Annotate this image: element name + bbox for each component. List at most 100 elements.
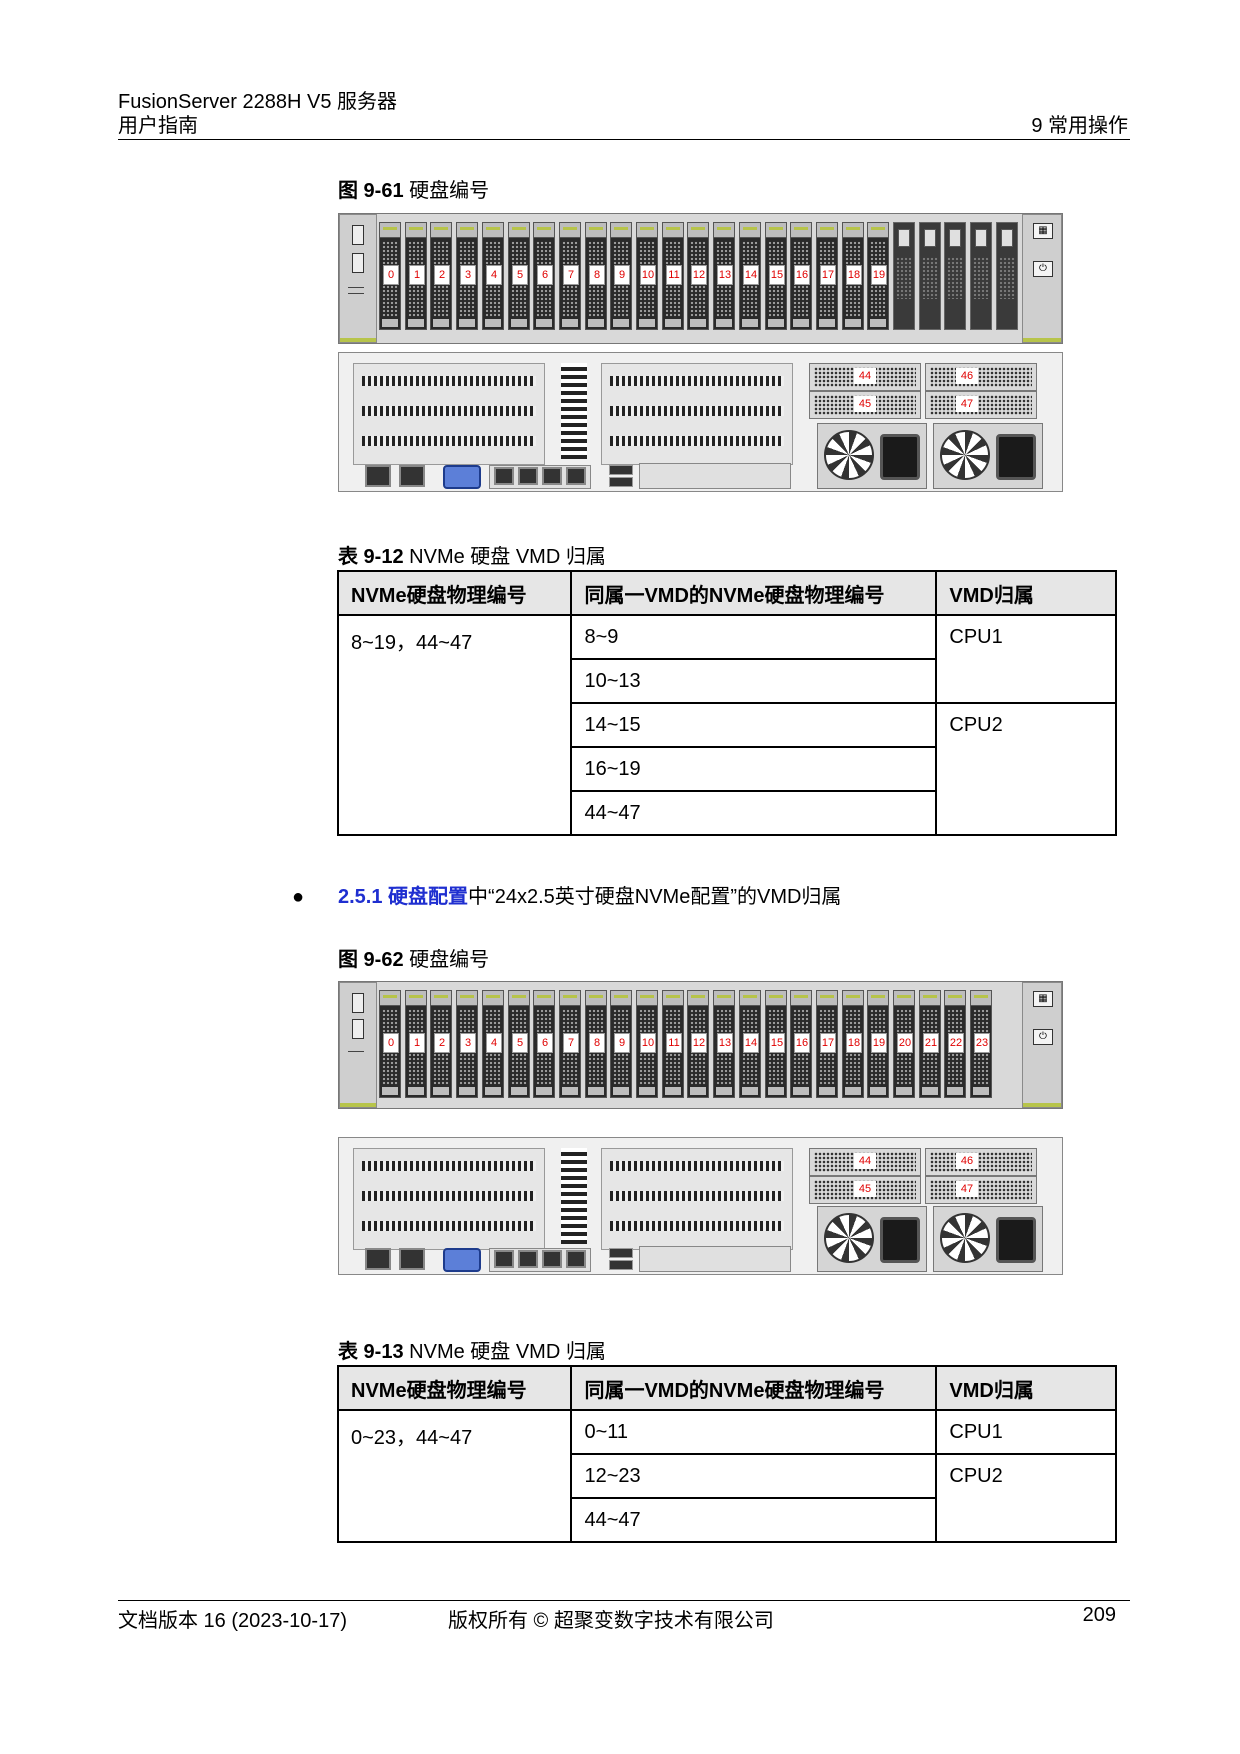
table-cell: CPU1: [935, 614, 1117, 704]
drive-bay: 10: [636, 222, 658, 330]
vent: [610, 436, 784, 446]
slot-label: 5: [512, 1033, 528, 1053]
drive-bay: 1: [405, 990, 427, 1098]
table-cell: CPU1: [935, 1409, 1117, 1455]
usb-port-icon: [609, 1248, 633, 1258]
drive-bay: 0: [379, 222, 401, 330]
slot-label: 17: [820, 265, 836, 285]
indicator-icon: ▦: [1033, 991, 1053, 1007]
front-left-ear: [339, 214, 377, 343]
power-supply: [933, 423, 1043, 489]
power-supply: [933, 1206, 1043, 1272]
drive-bay: 0: [379, 990, 401, 1098]
figure-id: 图 9-62: [338, 949, 404, 971]
slot-label: 3: [460, 1033, 476, 1053]
ethernet-port-icon: [399, 1248, 425, 1270]
table-caption: 表 9-13 NVMe 硬盘 VMD 归属: [338, 1335, 606, 1364]
slot-label: 4: [486, 265, 502, 285]
slot-label: 2: [434, 1033, 450, 1053]
ethernet-port-icon: [494, 1250, 514, 1268]
riser-card-2: [601, 1148, 793, 1250]
table-row: 44~47: [338, 1497, 1116, 1543]
drive-bay: 16: [790, 990, 812, 1098]
slot-label: 0: [383, 1033, 399, 1053]
rear-nvme-bay: 47: [925, 1176, 1037, 1204]
front-left-ear: [339, 982, 377, 1108]
power-socket-icon: [880, 434, 920, 480]
ear-accent: [1023, 1103, 1061, 1107]
label-strip: [348, 287, 364, 288]
column-header: 同属一VMD的NVMe硬盘物理编号: [570, 1365, 938, 1411]
bullet-item: ●2.5.1 硬盘配置中“24x2.5英寸硬盘NVMe配置”的VMD归属: [292, 880, 841, 909]
table-cell: 44~47: [570, 790, 938, 836]
table-cell: 14~15: [570, 702, 938, 748]
ear-accent: [340, 1103, 376, 1107]
drive-bay: 11: [662, 222, 684, 330]
drive-bay: 23: [970, 990, 992, 1098]
slot-label: 6: [537, 265, 553, 285]
slot-label: 13: [717, 265, 733, 285]
drive-bay: 5: [508, 990, 530, 1098]
table-cell: CPU2: [935, 1453, 1117, 1543]
ethernet-port-icon: [566, 1250, 586, 1268]
slot-label: 10: [640, 265, 656, 285]
slot-label: 11: [666, 1033, 682, 1053]
drive-bay: 9: [610, 222, 632, 330]
vga-port-icon: [443, 465, 481, 489]
vmd-table: NVMe硬盘物理编号 同属一VMD的NVMe硬盘物理编号 VMD归属 0~23，…: [336, 1365, 1117, 1543]
riser-card-2: [601, 363, 793, 465]
drive-bay: 14: [739, 222, 761, 330]
label-strip: [348, 293, 364, 294]
network-card: [489, 465, 591, 489]
slot-label: 9: [614, 1033, 630, 1053]
usb-port-icon: [352, 225, 364, 245]
figure-title: 硬盘编号: [409, 180, 490, 202]
figure-caption: 图 9-62 硬盘编号: [338, 943, 489, 972]
rear-nvme-bay: 44: [809, 1148, 921, 1176]
server-rear-panel: 44 46 45 47: [338, 352, 1063, 492]
slot-label: 10: [640, 1033, 656, 1053]
slot-label: 7: [563, 265, 579, 285]
drive-bay: 11: [662, 990, 684, 1098]
slot-label: 44: [854, 368, 876, 384]
bullet-dot: ●: [292, 886, 305, 908]
column-header: NVMe硬盘物理编号: [336, 570, 573, 616]
rear-nvme-bay: 45: [809, 391, 921, 419]
drive-bay: 21: [919, 990, 941, 1098]
table-header-row: NVMe硬盘物理编号 同属一VMD的NVMe硬盘物理编号 VMD归属: [336, 570, 1117, 616]
rear-nvme-bay: 46: [925, 1148, 1037, 1176]
chapter-title: 9 常用操作: [1031, 115, 1128, 137]
slot-label: 18: [846, 1033, 862, 1053]
page-number: 209: [1082, 1604, 1116, 1626]
slot-label: 18: [846, 265, 862, 285]
table-row: 44~47: [338, 790, 1116, 836]
table-row: 14~15 CPU2: [338, 702, 1117, 836]
drive-bay: 15: [765, 990, 787, 1098]
drive-bay: 7: [559, 990, 581, 1098]
slot-label: 7: [563, 1033, 579, 1053]
drive-bay: 2: [430, 990, 452, 1098]
server-rear-panel: 44 46 45 47: [338, 1137, 1063, 1275]
slot-label: 46: [956, 1153, 978, 1169]
table-row: 0~23，44~47 0~11 CPU1: [336, 1409, 1117, 1543]
slot-label: 46: [956, 368, 978, 384]
drive-bay: 3: [456, 222, 478, 330]
slot-label: 16: [794, 1033, 810, 1053]
table-id: 表 9-13: [338, 1341, 404, 1363]
slot-label: 4: [486, 1033, 502, 1053]
slot-label: 22: [948, 1033, 964, 1053]
column-header: 同属一VMD的NVMe硬盘物理编号: [570, 570, 938, 616]
figure-caption: 图 9-61 硬盘编号: [338, 174, 489, 203]
slot-label: 0: [383, 265, 399, 285]
ethernet-port-icon: [542, 1250, 562, 1268]
ethernet-port-icon: [518, 467, 538, 485]
drive-bay: 10: [636, 990, 658, 1098]
drive-blank: [996, 222, 1018, 330]
slot-label: 15: [769, 1033, 785, 1053]
section-link[interactable]: 2.5.1 硬盘配置: [338, 886, 469, 908]
drive-bay: 5: [508, 222, 530, 330]
usb-port-icon: [352, 993, 364, 1013]
footer-rule: [118, 1600, 1130, 1601]
slot-label: 11: [666, 265, 682, 285]
slot-label: 21: [923, 1033, 939, 1053]
